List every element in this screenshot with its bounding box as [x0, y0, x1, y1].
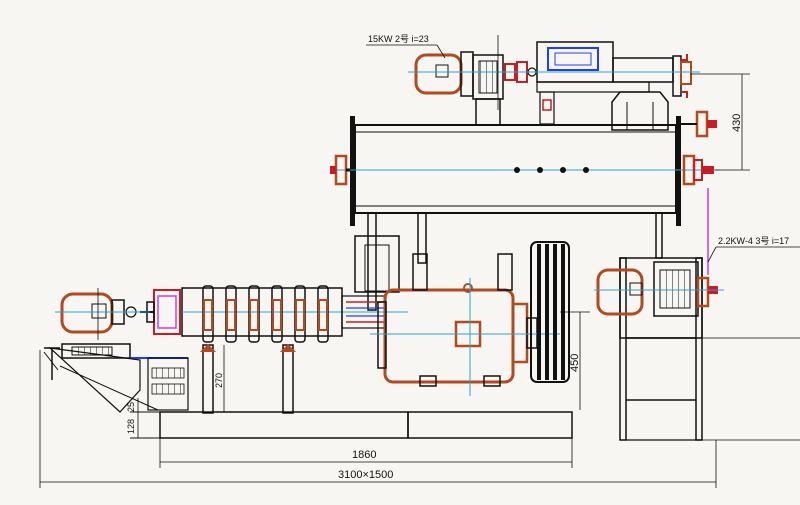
- top-motor-label: 15KW 2号 i=23: [368, 34, 429, 44]
- base-frame: [130, 411, 573, 439]
- dimension-overall: 3100×1500: [39, 350, 717, 488]
- dimension-1860: 1860: [159, 438, 573, 468]
- dim-1860-label: 1860: [352, 449, 376, 461]
- dim-overall-label: 3100×1500: [338, 469, 393, 481]
- dim-25-label: 25: [126, 402, 136, 412]
- top-gearbox: [472, 54, 504, 126]
- right-motor-label: 2.2KW-4 3号 i=17: [718, 236, 789, 246]
- feed-hopper: [536, 41, 692, 131]
- top-motor: [414, 51, 474, 97]
- dim-450-label: 450: [569, 354, 581, 372]
- right-motor-stand: 2.2KW-4 3号 i=17: [594, 188, 800, 441]
- discharge-chute: [43, 343, 189, 413]
- barrel-flanges: [202, 285, 329, 343]
- extruder-screw-section: [140, 285, 408, 414]
- dim-270-label: 270: [214, 373, 224, 388]
- dimension-270: 270: [214, 345, 225, 412]
- dimension-25-128: 25 128: [126, 398, 139, 438]
- dim-430-label: 430: [731, 114, 743, 132]
- dimension-450: 450: [560, 311, 590, 410]
- top-feeder-assembly: 15KW 2号 i=23: [366, 34, 700, 131]
- dim-128-label: 128: [126, 419, 136, 434]
- cutter-motor: [55, 288, 150, 340]
- dimension-430: 430: [690, 73, 750, 171]
